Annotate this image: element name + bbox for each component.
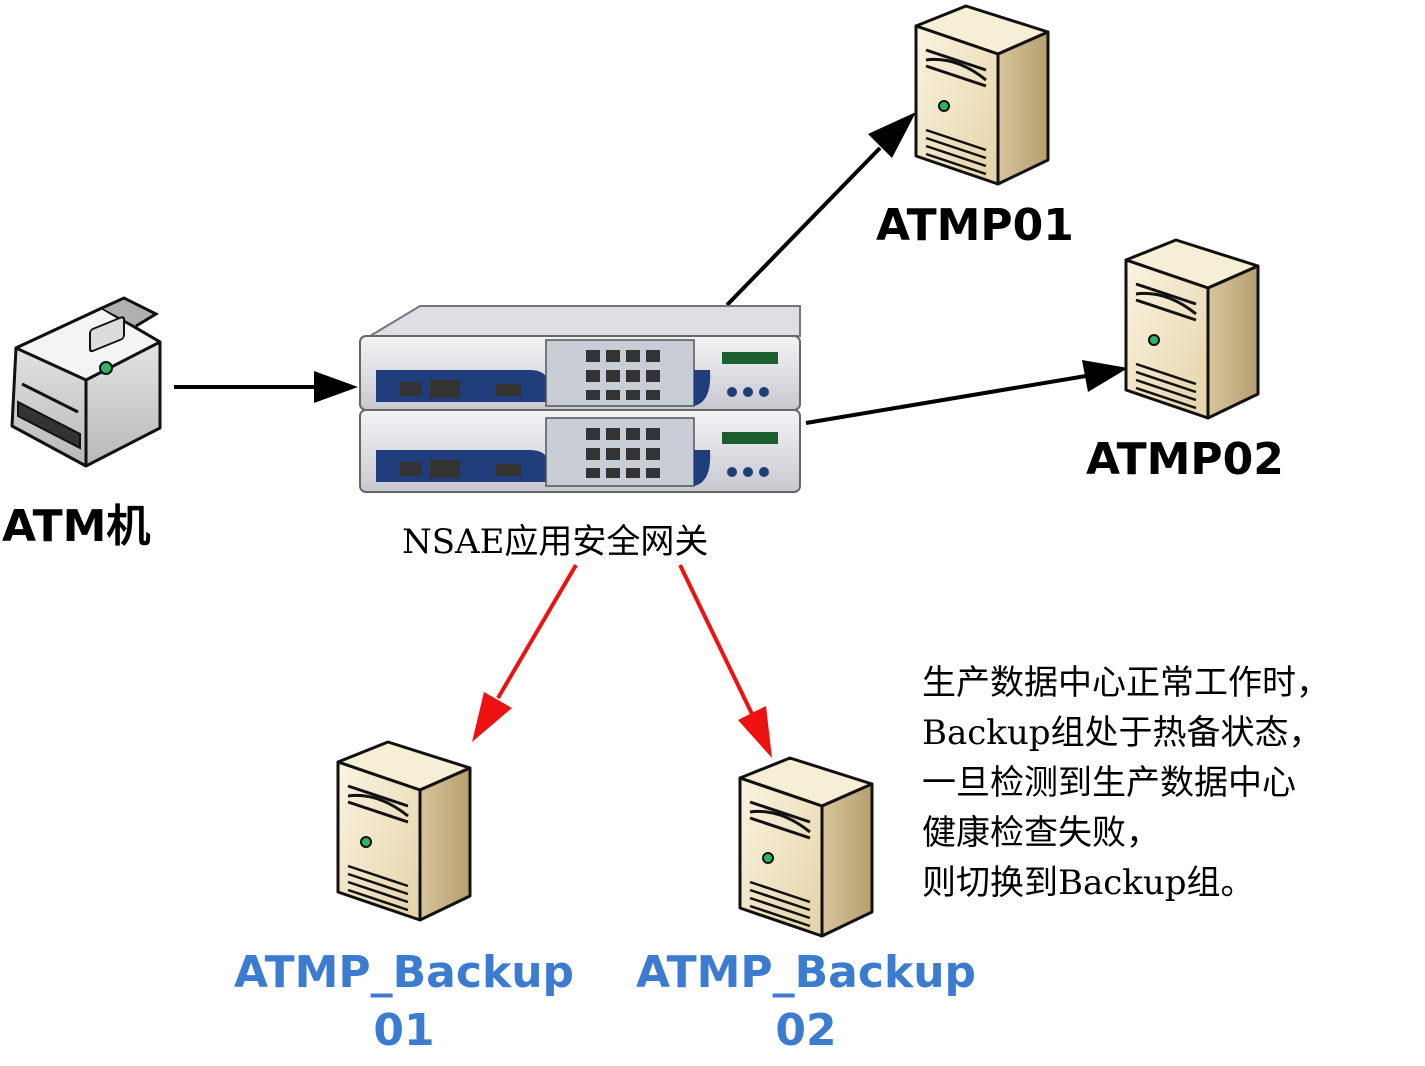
server-backup02-icon	[738, 756, 874, 938]
arrow-gateway-to-atmp01	[725, 112, 916, 307]
note-line: 健康检查失败，	[922, 813, 1160, 853]
backup02-label-line2: 02	[775, 1005, 837, 1056]
atmp01-label: ATMP01	[876, 200, 1074, 251]
server-atmp01-icon	[914, 4, 1050, 186]
backup02-label-line1: ATMP_Backup	[635, 947, 977, 998]
arrow-atm-to-gateway	[174, 371, 358, 403]
security-gateway-icon	[359, 305, 801, 493]
arrow-gateway-to-backup02	[678, 564, 772, 758]
arrow-gateway-to-atmp02	[805, 360, 1128, 425]
atm-machine-icon	[10, 296, 162, 468]
backup01-label: ATMP_Backup 01	[224, 944, 584, 1060]
backup01-label-line2: 01	[373, 1005, 435, 1056]
failover-note: 生产数据中心正常工作时， Backup组处于热备状态， 一旦检测到生产数据中心 …	[922, 658, 1330, 908]
arrow-gateway-to-backup01	[472, 563, 578, 742]
atm-label: ATM机	[2, 501, 151, 552]
backup01-label-line1: ATMP_Backup	[233, 947, 575, 998]
note-line: 一旦检测到生产数据中心	[922, 763, 1296, 803]
server-backup01-icon	[336, 740, 472, 922]
note-line: Backup组处于热备状态，	[922, 713, 1323, 753]
server-atmp02-icon	[1124, 238, 1260, 420]
atmp02-label: ATMP02	[1086, 434, 1284, 485]
note-line: 生产数据中心正常工作时，	[922, 663, 1330, 703]
gateway-label: NSAE应用安全网关	[402, 522, 709, 562]
backup02-label: ATMP_Backup 02	[626, 944, 986, 1060]
note-line: 则切换到Backup组。	[922, 863, 1255, 903]
